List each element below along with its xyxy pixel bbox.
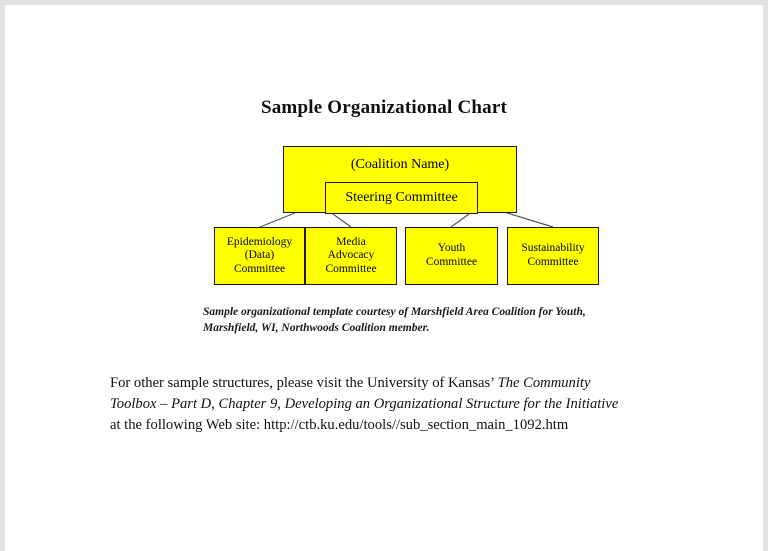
node-coalition-name[interactable]: (Coalition Name) [283,146,517,213]
organizational-chart: (Coalition Name) Steering Committee Epid… [5,5,763,305]
paragraph-text-part1: For other sample structures, please visi… [110,375,498,391]
connector-lines [259,212,554,228]
node-steering-label: Steering Committee [345,189,458,205]
body-paragraph: For other sample structures, please visi… [110,373,630,436]
node-steering-committee[interactable]: Steering Committee [325,182,478,214]
page-title: Sample Organizational Chart [260,97,508,118]
node-coalition-label: (Coalition Name) [350,157,450,172]
paragraph-text-italic: The Community Toolbox – Part D, Chapter … [110,375,619,413]
node-epidemiology-label: Epidemiology(Data)Committee [226,235,293,275]
node-epidemiology-data-committee[interactable]: Epidemiology(Data)Committee [214,227,305,285]
paragraph-text-part2: at the following Web site: http://ctb.ku… [110,417,569,434]
document-page: Sample Organizational Chart (Coalition N… [5,5,763,551]
chart-caption: Sample organizational template courtesy … [203,306,586,335]
